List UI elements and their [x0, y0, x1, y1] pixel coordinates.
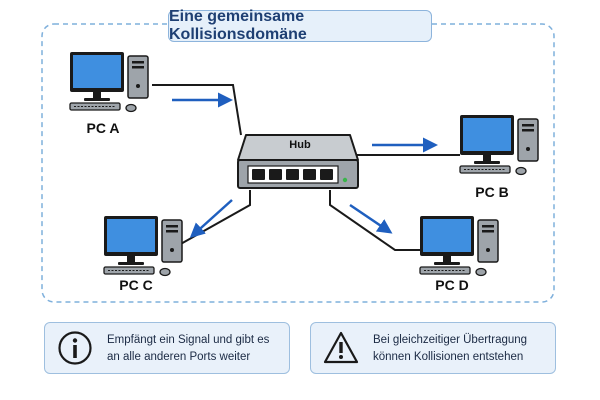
- info-text-hub-behavior: Empfängt ein Signal und gibt es an alle …: [107, 332, 281, 366]
- warning-text-line-1: Bei gleichzeitiger Übertragung: [373, 334, 528, 346]
- info-box-collision-warning: Bei gleichzeitiger Übertragung können Ko…: [310, 322, 556, 374]
- cable-pc-a: [152, 84, 242, 136]
- signal-arrow-to-c: [189, 199, 233, 239]
- info-text-line-1: Empfängt ein Signal und gibt es: [107, 334, 270, 346]
- warning-text-line-2: können Kollisionen entstehen: [373, 351, 524, 363]
- hub-status-led: [342, 177, 348, 183]
- hub-device: [237, 134, 359, 189]
- pc-c-icon: [103, 215, 183, 277]
- info-text-line-2: an alle anderen Ports weiter: [107, 351, 251, 363]
- signal-arrow-to-d: [349, 203, 393, 234]
- cable-pc-d: [329, 190, 420, 251]
- pc-d-icon: [419, 215, 499, 277]
- info-box-hub-behavior: Empfängt ein Signal und gibt es an alle …: [44, 322, 290, 374]
- hub-label: Hub: [289, 139, 311, 151]
- pc-b-label: PC B: [475, 184, 509, 200]
- pc-a-label: PC A: [86, 120, 120, 136]
- info-icon: [58, 331, 92, 365]
- pc-d-label: PC D: [435, 277, 469, 293]
- pc-a-icon: [69, 51, 149, 113]
- warning-icon: [323, 331, 359, 364]
- pc-b-icon: [459, 114, 539, 176]
- diagram-title: Eine gemeinsame Kollisionsdomäne: [168, 8, 432, 43]
- info-text-collision-warning: Bei gleichzeitiger Übertragung können Ko…: [373, 332, 547, 366]
- pc-c-label: PC C: [119, 277, 153, 293]
